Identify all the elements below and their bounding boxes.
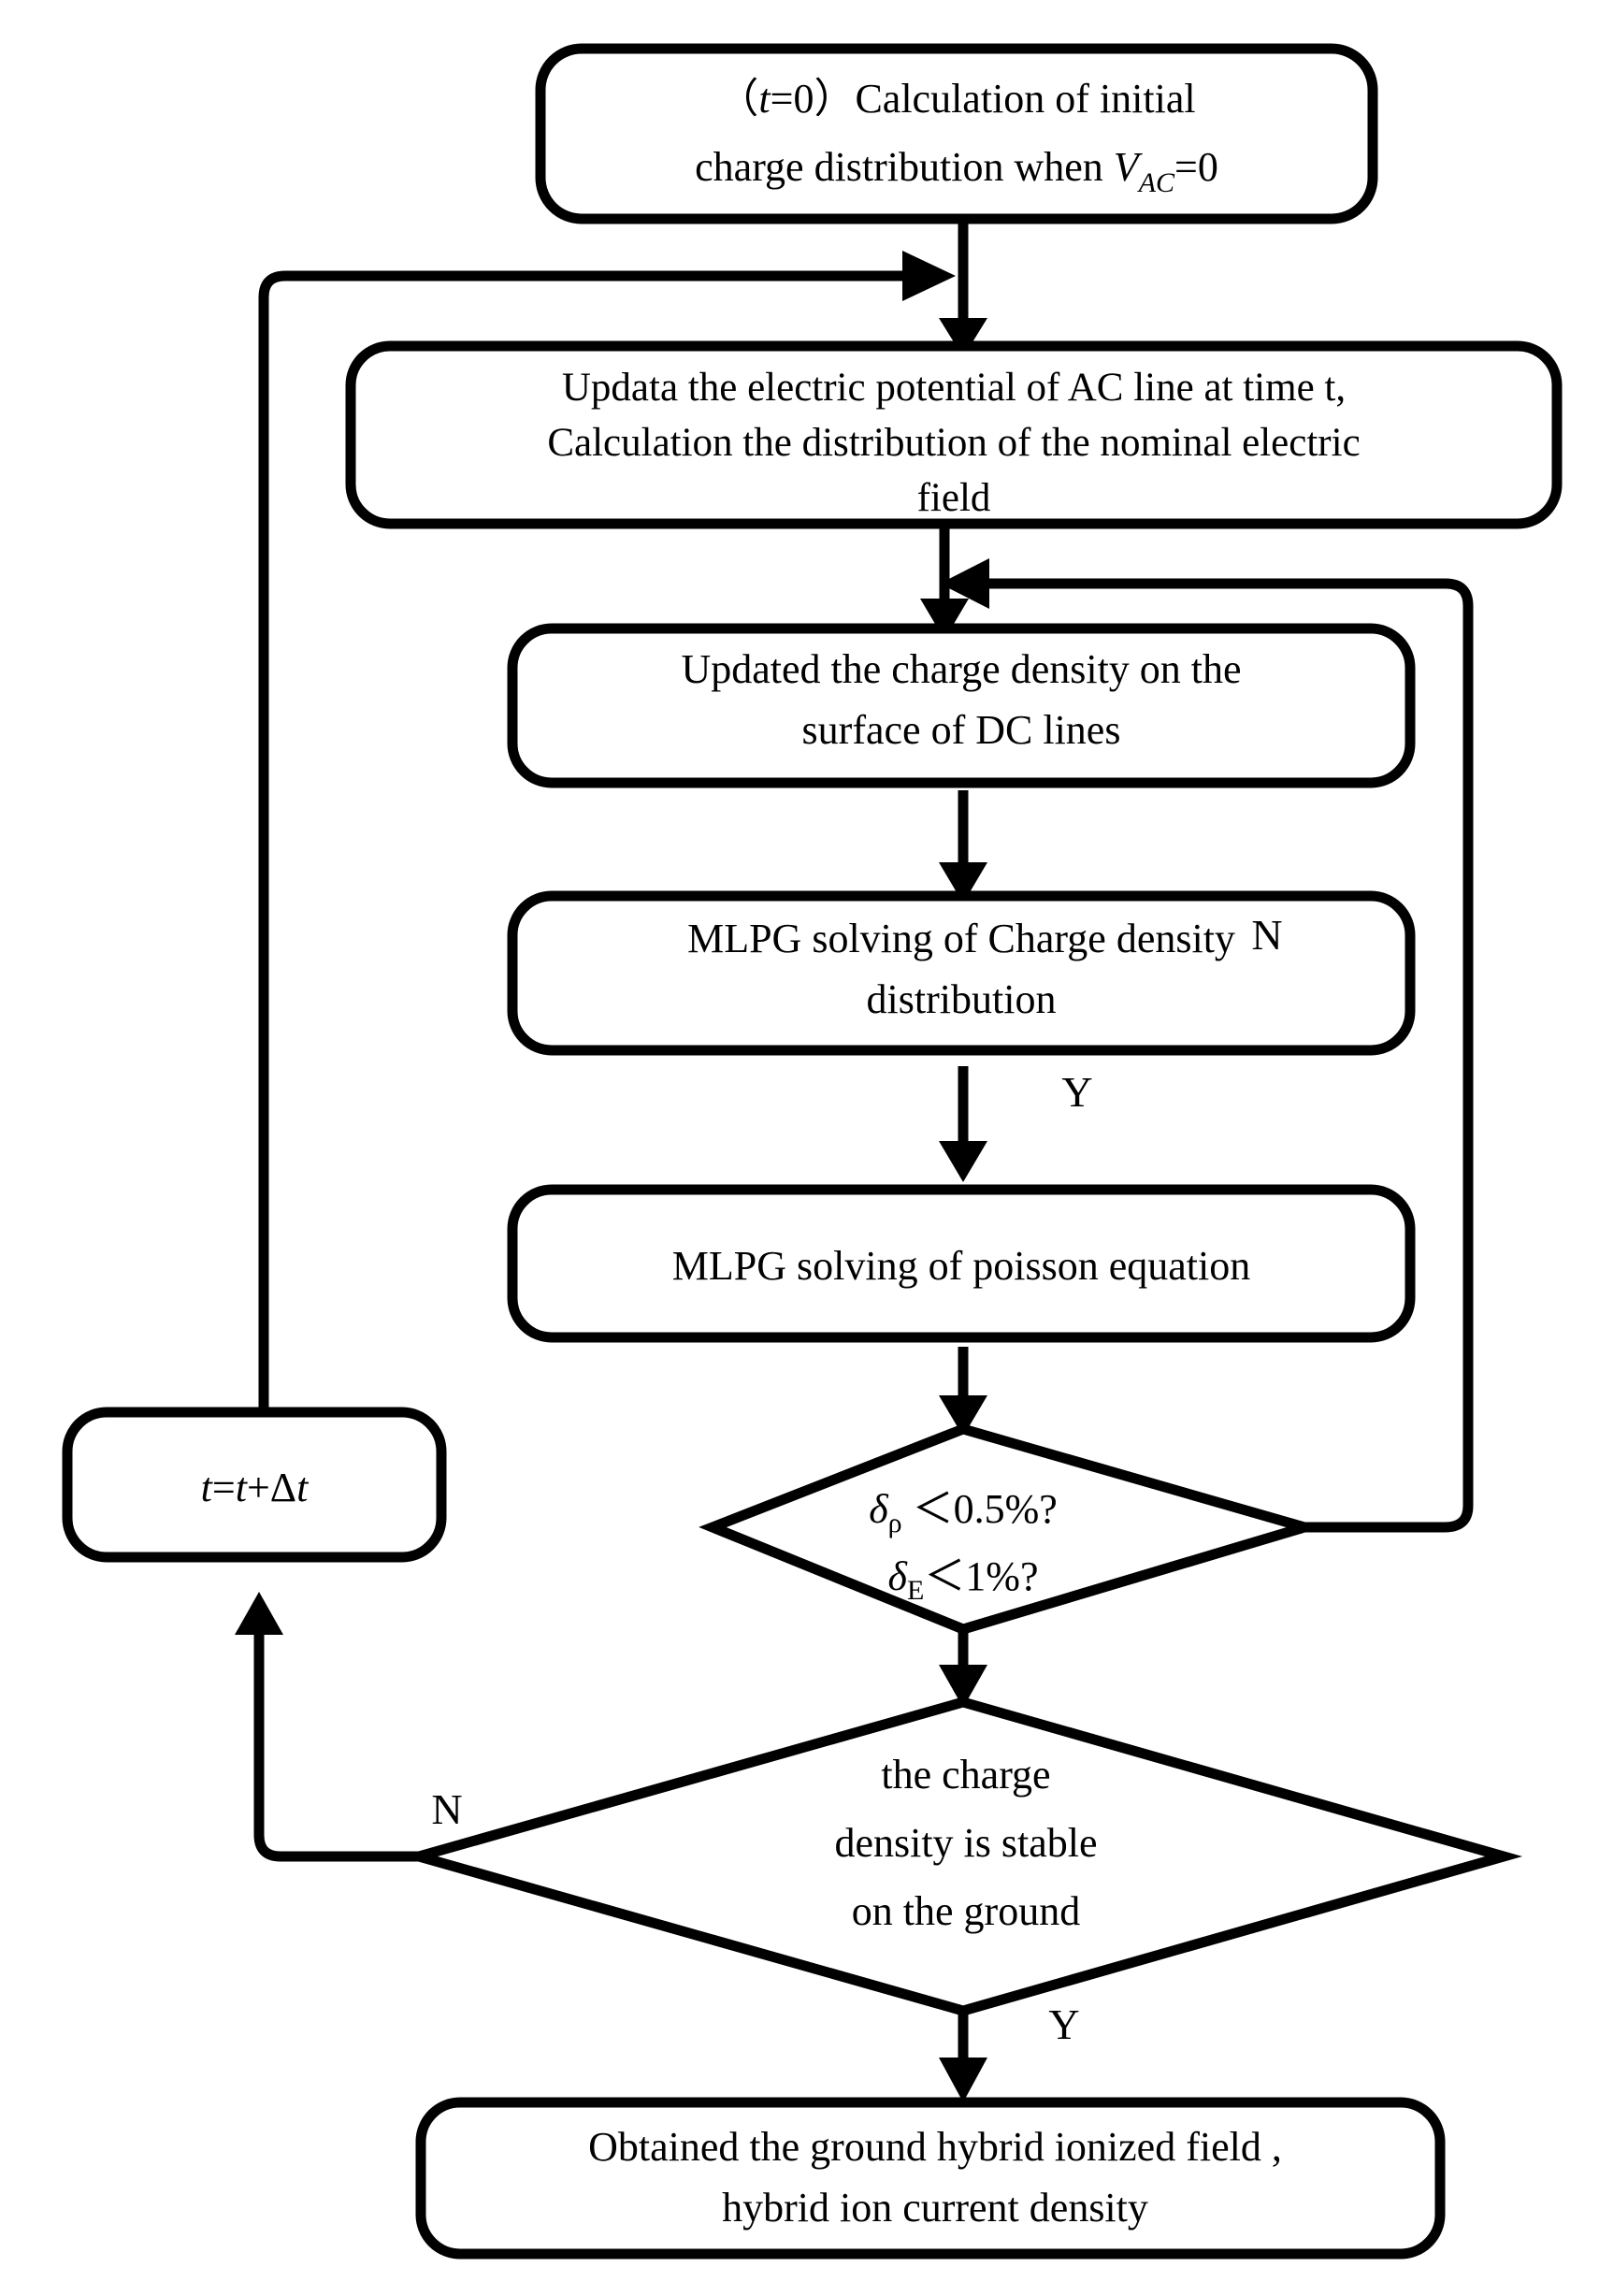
connector-mlpg-to-poisson xyxy=(939,1066,987,1182)
node-mlpg-charge-line1: MLPG solving of Charge density xyxy=(687,916,1235,961)
node-update-line2: Calculation the distribution of the nomi… xyxy=(547,421,1360,465)
node-result-line2: hybrid ion current density xyxy=(722,2185,1148,2231)
node-mlpg-charge[interactable]: MLPG solving of Charge density distribut… xyxy=(507,890,1416,1056)
branch-label-convergence-no: N xyxy=(1251,911,1282,959)
node-stability-line1: the charge xyxy=(881,1752,1050,1798)
connector-update-to-charge xyxy=(920,524,969,640)
branch-label-stability-no: N xyxy=(431,1785,462,1833)
branch-label-convergence-yes: Y xyxy=(1061,1068,1092,1116)
node-stability-line3: on the ground xyxy=(852,1888,1080,1934)
node-update-line3: field xyxy=(917,476,991,520)
node-convergence-line1: δρ ＜0.5%? xyxy=(869,1486,1058,1538)
node-start-line1: （t=0）Calculation of initial xyxy=(717,76,1195,122)
node-stability-check[interactable]: the charge density is stable on the grou… xyxy=(399,1697,1523,2016)
connector-convergence-yes xyxy=(939,1629,987,1708)
connector-convergence-no-loop xyxy=(940,558,1474,1533)
node-mlpg-charge-line2: distribution xyxy=(867,976,1057,1022)
node-mlpg-poisson[interactable]: MLPG solving of poisson equation xyxy=(507,1184,1416,1343)
node-update-charge-density[interactable]: Updated the charge density on the surfac… xyxy=(507,623,1416,788)
node-mlpg-poisson-line1: MLPG solving of poisson equation xyxy=(672,1243,1250,1289)
connector-start-to-update xyxy=(939,215,987,357)
node-stability-line2: density is stable xyxy=(834,1820,1097,1866)
connector-poisson-to-convergence xyxy=(939,1347,987,1437)
node-convergence-check[interactable]: δρ ＜0.5%? δE＜1%? xyxy=(699,1423,1323,1635)
node-start-line2: charge distribution when VAC=0 xyxy=(695,144,1218,198)
start-var-t: t xyxy=(758,76,771,122)
node-result-line1: Obtained the ground hybrid ionized field… xyxy=(588,2124,1282,2170)
connector-stability-yes xyxy=(939,2011,987,2102)
connector-charge-to-mlpg xyxy=(939,790,987,903)
node-result[interactable]: Obtained the ground hybrid ionized field… xyxy=(415,2097,1446,2260)
node-time-step[interactable]: t=t+Δt xyxy=(62,1407,447,1563)
branch-label-stability-yes: Y xyxy=(1048,2000,1079,2048)
connector-timestep-feedback-loop xyxy=(258,251,956,1408)
node-update-line1: Updata the electric potential of AC line… xyxy=(562,366,1346,410)
node-start[interactable]: （t=0）Calculation of initial charge distr… xyxy=(535,43,1378,224)
node-charge-line2: surface of DC lines xyxy=(802,707,1121,753)
node-charge-line1: Updated the charge density on the xyxy=(681,646,1241,692)
node-update-potential[interactable]: Updata the electric potential of AC line… xyxy=(345,340,1563,529)
node-convergence-line2: δE＜1%? xyxy=(888,1553,1039,1606)
node-time-step-expr: t=t+Δt xyxy=(201,1465,310,1510)
connector-stability-no-loop xyxy=(235,1592,439,1862)
